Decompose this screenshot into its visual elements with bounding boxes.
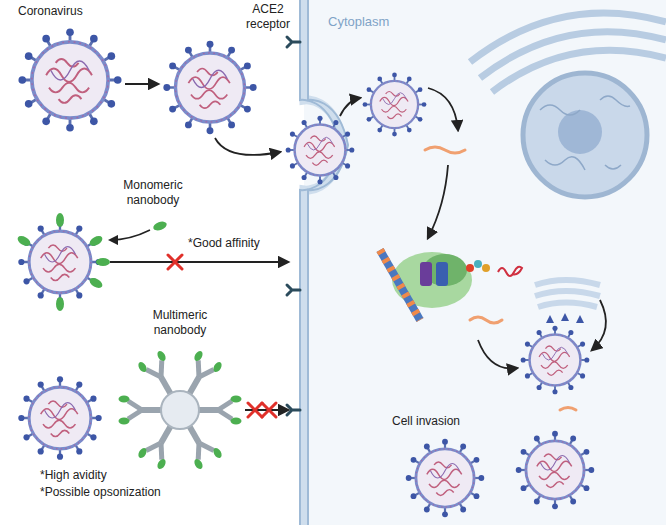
nucleus bbox=[523, 73, 647, 197]
label-text: ACE2 receptor bbox=[236, 2, 300, 32]
coronavirus-particle bbox=[18, 220, 101, 303]
coronavirus-particle bbox=[363, 73, 427, 137]
ribosome bbox=[380, 250, 490, 320]
arrow bbox=[110, 84, 606, 410]
coronavirus-particle bbox=[521, 326, 590, 395]
label-text: Monomeric nanobody bbox=[112, 178, 194, 208]
ace2-receptor bbox=[287, 37, 300, 415]
coronavirus-particle bbox=[516, 431, 595, 510]
golgi bbox=[535, 280, 600, 307]
protein bbox=[498, 267, 522, 276]
label-text: Cytoplasm bbox=[328, 14, 389, 29]
label-text: *Good affinity bbox=[188, 236, 260, 251]
spike-protein bbox=[546, 313, 584, 323]
arrow bbox=[110, 230, 150, 240]
coronavirus-particle bbox=[18, 376, 101, 459]
multimeric-nanobody bbox=[119, 349, 242, 470]
label-text: Coronavirus bbox=[18, 4, 83, 19]
label-text: *High avidity bbox=[40, 468, 107, 483]
cell-membrane bbox=[300, 0, 348, 525]
coronavirus-particle bbox=[406, 439, 485, 518]
cytoplasm-ground bbox=[304, 0, 666, 525]
coronavirus-particle bbox=[18, 28, 121, 131]
coronavirus-particle bbox=[286, 116, 355, 185]
label-text: Multimeric nanobody bbox=[138, 308, 222, 338]
coronavirus-particle bbox=[163, 41, 256, 134]
label-text: Cell invasion bbox=[392, 414, 460, 429]
label-text: *Possible opsonization bbox=[40, 485, 161, 500]
